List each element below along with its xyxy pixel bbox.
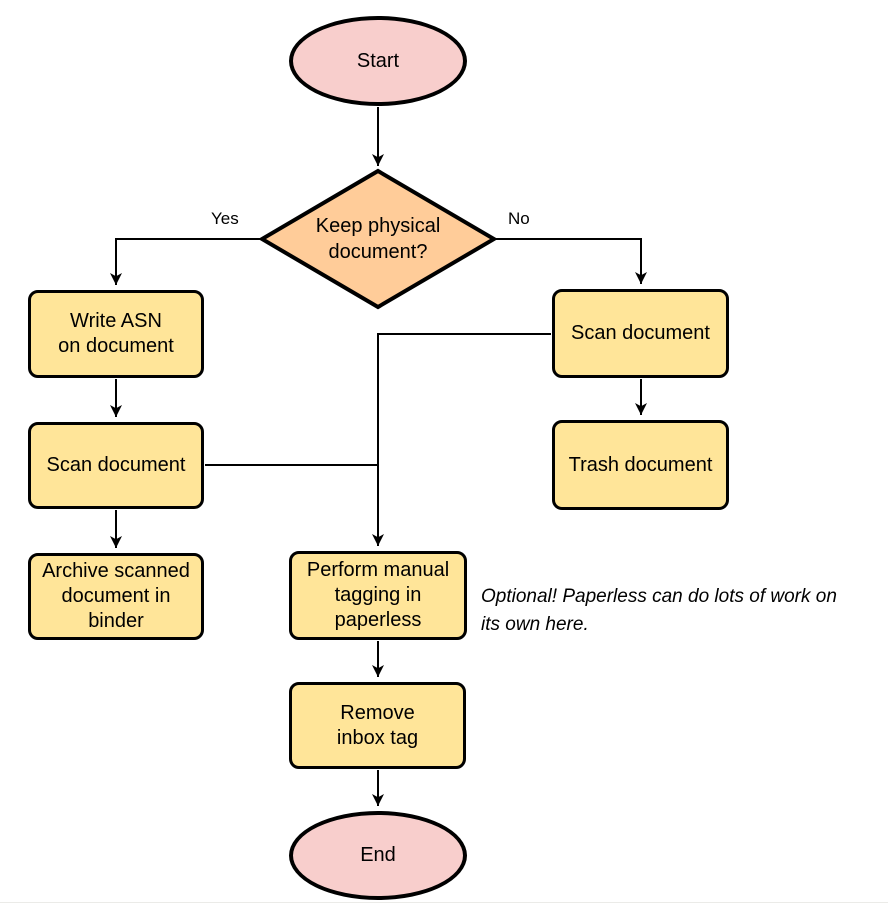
node-write-asn: Write ASN on document: [28, 290, 204, 378]
node-scan-document-right-label: Scan document: [571, 322, 710, 344]
node-archive-binder: Archive scanned document in binder: [28, 553, 204, 640]
annotation-optional-note: Optional! Paperless can do lots of work …: [481, 586, 837, 635]
edge-decision-yes-to-write-asn: [110, 238, 263, 285]
node-manual-tagging: Perform manual tagging in paperless: [289, 551, 467, 640]
edge-decision-no-to-scan-right: [489, 238, 647, 284]
node-end-label: End: [360, 844, 396, 866]
node-end: End: [289, 811, 467, 900]
node-write-asn-label: Write ASN on document: [58, 310, 174, 357]
node-remove-inbox-tag-label: Remove inbox tag: [336, 701, 419, 749]
node-scan-document-left: Scan document: [28, 422, 204, 509]
edge-scan-right-to-tagging: [372, 333, 551, 546]
node-start-label: Start: [356, 49, 400, 72]
node-scan-document-left-label: Scan document: [46, 454, 186, 476]
node-manual-tagging-label: Perform manual tagging in paperless: [306, 559, 450, 631]
node-trash-document-label: Trash document: [568, 453, 713, 476]
node-archive-binder-label: Archive scanned document in binder: [42, 560, 190, 632]
edge-label-no: No: [506, 209, 532, 228]
node-remove-inbox-tag: Remove inbox tag: [289, 682, 466, 769]
node-start: Start: [289, 16, 467, 106]
node-scan-document-right: Scan document: [552, 289, 729, 378]
page-bottom-divider: [0, 902, 888, 903]
diamond-shape-icon: [259, 168, 497, 310]
node-decision: Keep physical document?: [259, 168, 497, 310]
node-trash-document: Trash document: [552, 420, 729, 510]
edge-label-yes: Yes: [209, 209, 241, 228]
node-decision-label: Keep physical document?: [315, 215, 441, 263]
